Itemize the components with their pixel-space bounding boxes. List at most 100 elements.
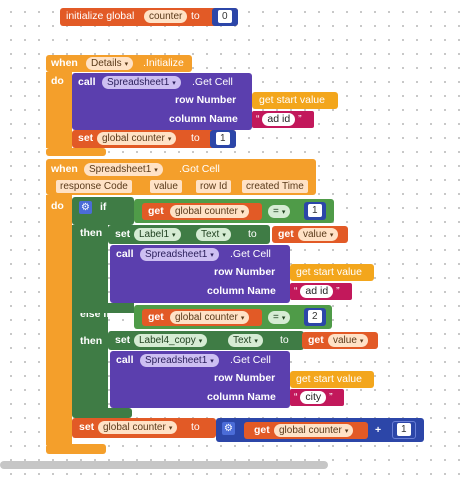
number-block[interactable]: 1	[210, 130, 236, 148]
component-name: Details	[91, 58, 122, 69]
operator-dropdown[interactable]: =▾	[268, 311, 291, 324]
number-value[interactable]: 1	[308, 204, 322, 217]
property-dropdown[interactable]: Text▾	[228, 334, 263, 347]
math-add-block[interactable]: ⚙ get global counter▾ + 1	[216, 418, 424, 442]
get-global-counter-block[interactable]: get global counter▾	[142, 309, 262, 326]
variable-dropdown[interactable]: global counter▾	[274, 424, 354, 437]
quote-open-icon: “	[294, 391, 298, 403]
number-block[interactable]: 0	[212, 8, 238, 26]
set-label4-copy-text-block[interactable]: set Label4_copy▾ Text▾ to	[108, 331, 304, 350]
set-global-counter-block[interactable]: set global counter▾ to 1	[72, 130, 236, 148]
number-value[interactable]: 1	[216, 132, 230, 145]
number-value[interactable]: 2	[308, 310, 322, 323]
method-name: .Get Cell	[192, 76, 233, 88]
chevron-down-icon: ▾	[329, 232, 334, 239]
set-global-counter-block[interactable]: set global counter▾ to	[72, 418, 216, 438]
variable-name: value	[303, 229, 327, 240]
component-name: Spreadsheet1	[89, 164, 152, 175]
get-value-block[interactable]: get value▾	[302, 332, 378, 349]
set-label: set	[78, 132, 94, 144]
component-name: Spreadsheet1	[145, 249, 208, 260]
variable-dropdown[interactable]: value▾	[298, 228, 339, 241]
string-block[interactable]: “ ad id ”	[252, 111, 314, 128]
quote-close-icon: ”	[336, 285, 340, 297]
chevron-down-icon: ▾	[281, 315, 286, 322]
variable-dropdown[interactable]: value▾	[328, 334, 369, 347]
set-label1-text-block[interactable]: set Label1▾ Text▾ to	[108, 225, 270, 244]
event-details-initialize[interactable]: when Details▾ .Initialize	[46, 55, 192, 72]
number-value[interactable]: 1	[397, 423, 411, 436]
component-name: Label4_copy	[139, 335, 196, 346]
variable-dropdown[interactable]: global counter▾	[98, 421, 178, 434]
init-global-name-field[interactable]: counter	[144, 10, 188, 23]
component-dropdown[interactable]: Label1▾	[134, 228, 181, 241]
call-get-cell-block-3[interactable]: call Spreadsheet1▾ .Get Cell row Number …	[110, 351, 290, 408]
param-value[interactable]: value	[150, 180, 182, 193]
string-value[interactable]: ad id	[300, 285, 334, 298]
number-block[interactable]: 1	[304, 202, 326, 220]
init-global-block[interactable]: initialize global counter to 0	[60, 8, 238, 26]
component-dropdown[interactable]: Label4_copy▾	[134, 334, 208, 347]
if-block-header[interactable]: ⚙ if then	[72, 197, 134, 239]
call-component-dropdown[interactable]: Spreadsheet1▾	[102, 76, 181, 89]
call-component-dropdown[interactable]: Spreadsheet1▾	[140, 354, 219, 367]
component-name: Label1	[139, 229, 170, 240]
get-value-block[interactable]: get value▾	[272, 226, 348, 243]
chevron-down-icon: ▾	[172, 80, 176, 87]
get-start-value-block[interactable]: get start value	[252, 92, 338, 109]
column-name-label: column Name	[207, 285, 276, 297]
property-dropdown[interactable]: Text▾	[196, 228, 231, 241]
variable-dropdown[interactable]: global counter▾	[170, 205, 250, 218]
get-global-counter-block[interactable]: get global counter▾	[142, 203, 262, 220]
do-label: do	[51, 200, 64, 212]
compare-block-2[interactable]: get global counter▾ =▾ 2	[134, 305, 332, 329]
string-block[interactable]: “ ad id ”	[290, 283, 352, 300]
chevron-down-icon: ▾	[281, 209, 286, 216]
init-global-to-label: to	[191, 10, 200, 22]
chevron-down-icon: ▾	[210, 252, 214, 259]
string-value[interactable]: ad id	[262, 113, 296, 126]
component-name: Spreadsheet1	[107, 77, 170, 88]
variable-dropdown[interactable]: global counter▾	[97, 132, 177, 145]
number-value[interactable]: 0	[218, 10, 232, 23]
param-row-id[interactable]: row Id	[196, 180, 232, 193]
event-got-cell[interactable]: when Spreadsheet1▾ .Got Cell response Co…	[46, 159, 316, 195]
compare-block-1[interactable]: get global counter▾ =▾ 1	[134, 199, 334, 223]
event-component-dropdown[interactable]: Spreadsheet1▾	[84, 163, 163, 176]
call-get-cell-block-2[interactable]: call Spreadsheet1▾ .Get Cell row Number …	[110, 245, 290, 303]
get-start-value-block[interactable]: get start value	[290, 264, 374, 281]
call-label: call	[116, 248, 134, 260]
variable-dropdown[interactable]: global counter▾	[170, 311, 250, 324]
gear-icon[interactable]: ⚙	[79, 201, 92, 214]
call-get-cell-block-1[interactable]: call Spreadsheet1▾ .Get Cell row Number …	[72, 73, 252, 130]
operator: =	[273, 312, 279, 323]
get-label: get	[148, 311, 164, 323]
string-block[interactable]: “ city ”	[290, 389, 344, 406]
param-created-time[interactable]: created Time	[242, 180, 308, 193]
to-label: to	[191, 132, 200, 144]
param-response-code[interactable]: response Code	[56, 180, 132, 193]
chevron-down-icon: ▾	[359, 338, 364, 345]
number-block[interactable]: 2	[304, 308, 326, 326]
operator-dropdown[interactable]: =▾	[268, 205, 291, 218]
string-value[interactable]: city	[300, 391, 327, 404]
event-component-dropdown[interactable]: Details▾	[86, 57, 134, 70]
get-global-counter-block[interactable]: get global counter▾	[244, 422, 368, 439]
chevron-down-icon: ▾	[154, 167, 158, 174]
operator: =	[273, 206, 279, 217]
to-label: to	[280, 334, 289, 346]
get-start-value-block[interactable]: get start value	[290, 371, 374, 388]
gear-icon[interactable]: ⚙	[222, 422, 235, 435]
call-component-dropdown[interactable]: Spreadsheet1▾	[140, 248, 219, 261]
init-global-name: counter	[149, 11, 183, 22]
variable-name: global counter	[102, 133, 165, 144]
horizontal-scrollbar[interactable]	[0, 461, 328, 469]
number-block[interactable]: 1	[392, 421, 416, 439]
get-label: get	[254, 424, 270, 436]
chevron-down-icon: ▾	[172, 232, 176, 239]
chevron-down-icon: ▾	[198, 338, 203, 345]
if-block-rail: then else if then	[72, 225, 110, 415]
if-label: if	[100, 201, 107, 213]
quote-close-icon: ”	[298, 113, 302, 125]
when-label: when	[51, 57, 78, 69]
